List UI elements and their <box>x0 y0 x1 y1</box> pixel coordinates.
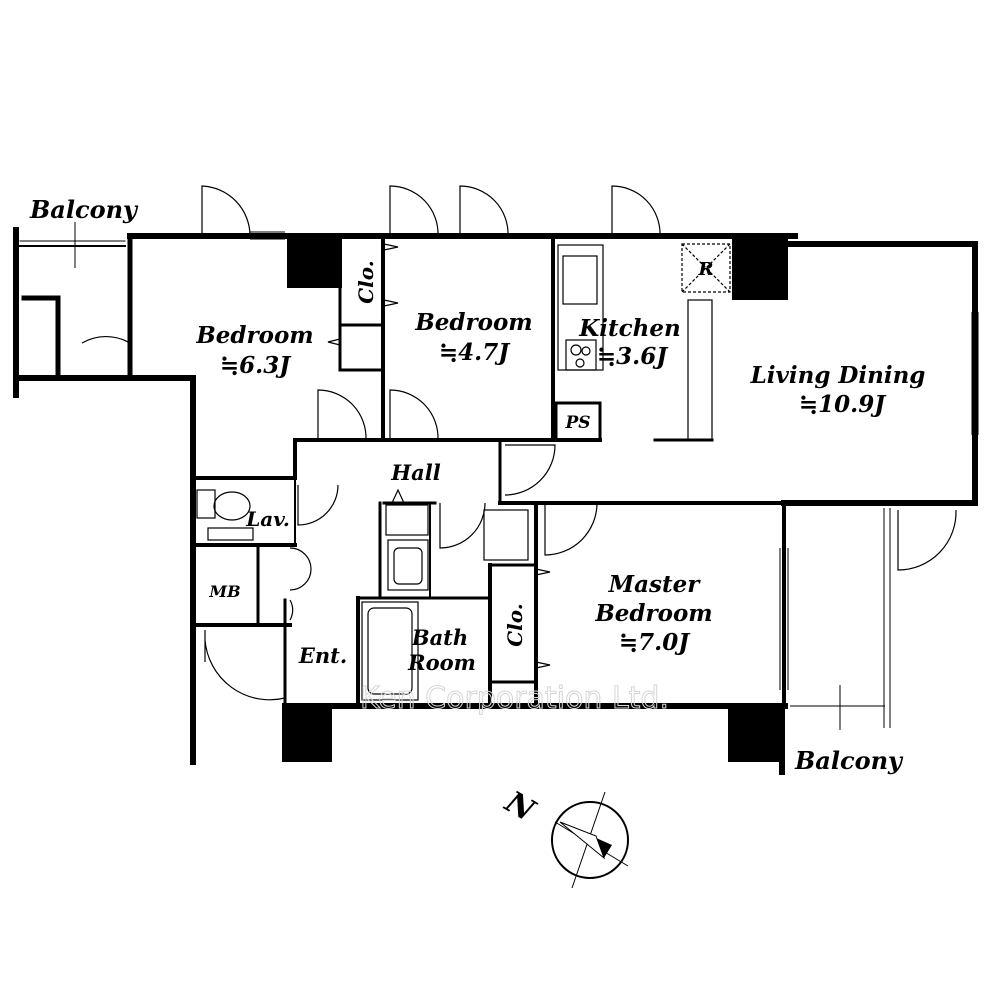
balcony-nw-label: Balcony <box>29 195 139 224</box>
pipe-space-label: PS <box>564 413 590 433</box>
balcony-se-label: Balcony <box>794 746 904 775</box>
bedroom2-name: Bedroom <box>414 309 532 336</box>
master-line1: Master <box>608 571 702 598</box>
windows <box>250 231 979 690</box>
refrigerator-label: R <box>698 259 714 280</box>
walls <box>13 227 978 775</box>
living-name: Living Dining <box>750 362 926 389</box>
bath-label-line2: Room <box>407 650 476 675</box>
watermark: Ken Corporation Ltd. <box>360 681 669 716</box>
fixtures <box>196 243 731 701</box>
bedroom2-size: ≒4.7J <box>439 339 511 366</box>
kitchen-size: ≒3.6J <box>597 343 669 370</box>
master-size: ≒7.0J <box>619 629 691 656</box>
bedroom1-name: Bedroom <box>195 322 313 349</box>
closet2-label: Clo. <box>503 603 527 646</box>
columns <box>282 236 788 762</box>
compass-north-label: N <box>498 784 541 829</box>
bedroom1-size: ≒6.3J <box>220 352 292 379</box>
door-swings <box>81 185 957 701</box>
lavatory-label: Lav. <box>245 507 290 531</box>
meter-box-label: MB <box>208 582 240 601</box>
kitchen-name: Kitchen <box>578 315 680 342</box>
entrance-label: Ent. <box>298 643 347 668</box>
hall-label: Hall <box>390 460 440 485</box>
master-line2: Bedroom <box>594 600 712 627</box>
bath-label-line1: Bath <box>411 625 468 650</box>
living-size: ≒10.9J <box>799 391 887 418</box>
balcony-lines <box>20 222 891 730</box>
closet1-label: Clo. <box>354 260 378 303</box>
compass-icon: N <box>498 784 629 889</box>
